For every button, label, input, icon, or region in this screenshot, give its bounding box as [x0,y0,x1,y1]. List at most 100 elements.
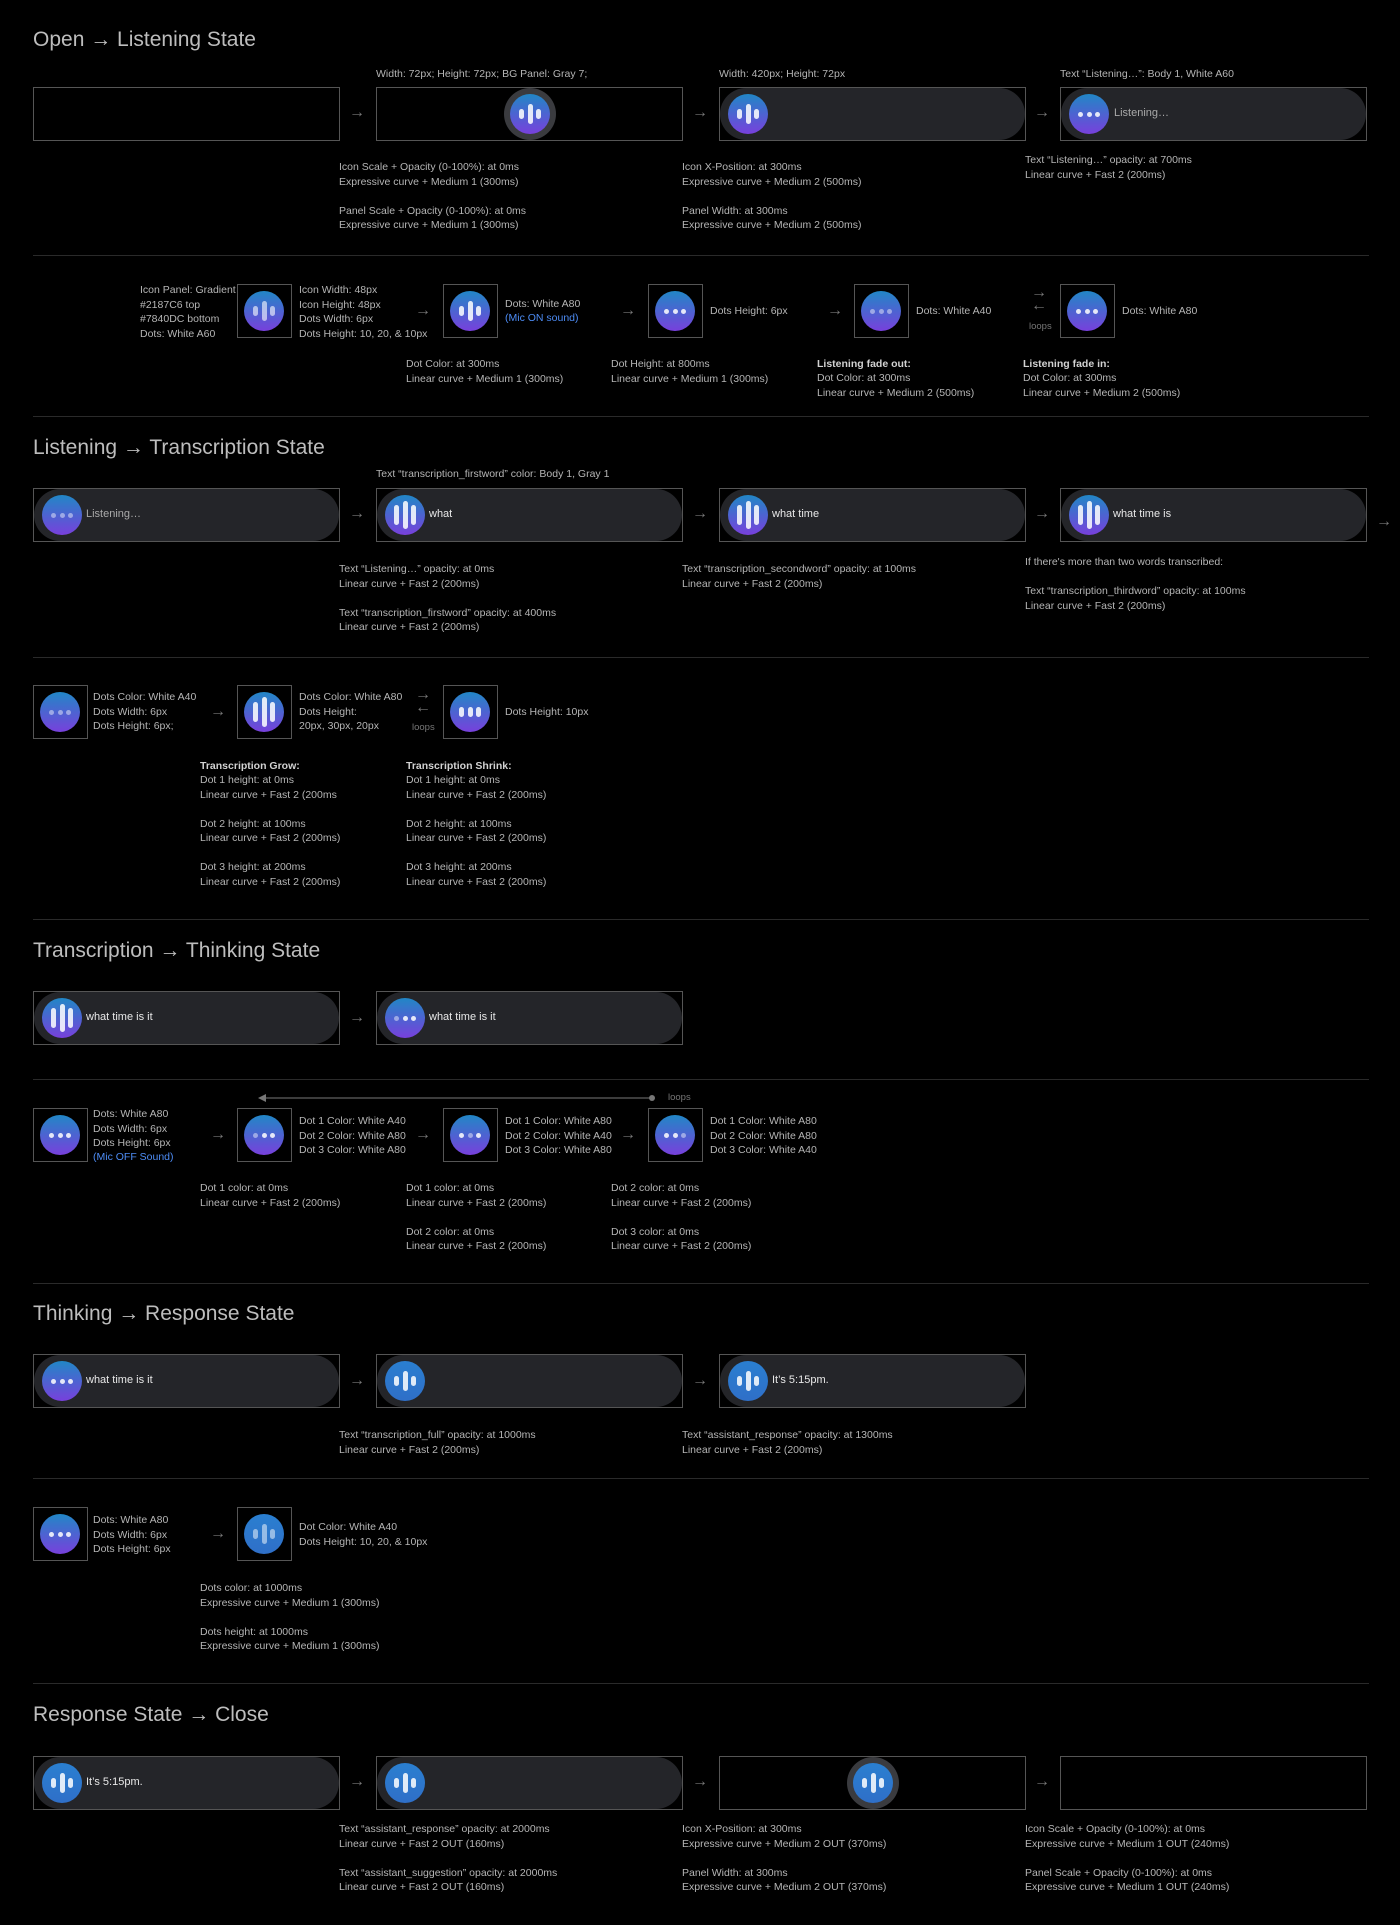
icon-frame [443,284,498,338]
panel-pill [34,1757,339,1809]
icon-spec: Icon Width: 48px Icon Height: 48px Dots … [299,284,428,340]
timing-note: Dot 1 color: at 0ms Linear curve + Fast … [200,1182,341,1209]
assistant-orb-icon [853,1763,893,1803]
dot-color-spec: Dot Color: White A40 Dots Height: 10, 20… [299,1521,428,1548]
timing-note: Icon X-Position: at 300ms Expressive cur… [682,161,862,231]
arrow-icon: → [349,1372,365,1389]
timing-note: Dot Height: at 800ms Linear curve + Medi… [611,358,769,385]
timing-note: Icon Scale + Opacity (0-100%): at 0ms Ex… [1025,1823,1230,1893]
dots-spec: Dots Height: 10px [505,706,589,718]
assistant-orb-icon [861,291,901,331]
divider [33,255,1369,256]
icon-frame [648,284,703,338]
dots-spec: Dots: White A80 Dots Width: 6px Dots Hei… [93,1108,171,1149]
dot-color-spec: Dot 1 Color: White A80 Dot 2 Color: Whit… [710,1115,817,1156]
transcription-text: what time is it [429,1011,496,1023]
panel-pill [720,1355,1025,1407]
assistant-orb-icon [450,291,490,331]
arrow-icon: → [415,302,431,319]
section-title-open-listening: Open → Listening State [33,28,256,51]
icon-frame [237,284,292,338]
assistant-orb-icon [244,1115,284,1155]
assistant-orb-icon [385,1361,425,1401]
arrow-icon: → [620,1126,636,1143]
arrow-icon: → [210,1525,226,1542]
response-frame: It’s 5:15pm. [33,1756,340,1810]
panel-pill [1061,489,1366,541]
panel-pill [377,1355,682,1407]
timing-note: Text “Listening…” opacity: at 700ms Line… [1025,154,1192,181]
transcription-frame: what time is it [33,991,340,1045]
arrow-icon: → [827,302,843,319]
assistant-orb-icon [40,1115,80,1155]
transcription-text: what [429,508,453,520]
timing-note: Icon Scale + Opacity (0-100%): at 0ms Ex… [339,161,527,231]
arrow-icon: → [1034,505,1050,522]
assistant-orb-icon [655,291,695,331]
panel-pill [377,489,682,541]
assistant-orb-icon [244,291,284,331]
assistant-orb-icon [42,998,82,1038]
icon-frame [854,284,909,338]
timing-note: Dots color: at 1000ms Expressive curve +… [200,1582,380,1652]
arrow-icon: → [349,1773,365,1790]
transcription-frame: what time is [1060,488,1367,542]
dots-spec: Dots Color: White A80 Dots Height: 20px,… [299,691,403,732]
shrink-title: Transcription Shrink: [406,760,512,772]
transcription-text: what time is [1113,508,1172,520]
spec-label: Width: 72px; Height: 72px; BG Panel: Gra… [376,68,588,80]
timing-note: If there's more than two words transcrib… [1025,556,1246,612]
assistant-orb-icon [1069,94,1109,134]
fade-in-note: Dot Color: at 300ms Linear curve + Mediu… [1023,372,1181,399]
arrow-icon: → [692,1372,708,1389]
grow-note: Dot 1 height: at 0ms Linear curve + Fast… [200,774,341,888]
assistant-orb-icon [244,692,284,732]
loops-label: loops [668,1092,691,1103]
fade-in-title: Listening fade in: [1023,358,1110,370]
arrow-icon: → [210,1126,226,1143]
arrow-icon: → [620,302,636,319]
icon-frame [237,1108,292,1162]
listening-frame: Listening… [1060,87,1367,141]
dots-spec: Dots: White A80 [1122,305,1198,317]
assistant-orb-icon [385,998,425,1038]
empty-frame [1060,1756,1367,1810]
transcription-text: what time is it [86,1011,153,1023]
icon-frame [237,1507,292,1561]
arrow-icon: → [1034,104,1050,121]
assistant-orb-icon [42,1361,82,1401]
response-frame: It’s 5:15pm. [719,1354,1026,1408]
icon-only-frame [719,1756,1026,1810]
divider [33,657,1369,658]
divider [33,1079,1369,1080]
dots-spec: Dots Height: 6px [710,305,788,317]
icon-frame [443,1108,498,1162]
timing-note: Icon X-Position: at 300ms Expressive cur… [682,1823,887,1893]
panel-pill [1061,88,1366,140]
spec-label: Text “transcription_firstword” color: Bo… [376,468,610,480]
assistant-orb-icon [40,1514,80,1554]
timing-note: Text “transcription_full” opacity: at 10… [339,1429,536,1456]
section-title-listening-transcription: Listening → Transcription State [33,436,325,459]
response-frame [376,1354,683,1408]
arrow-icon: → [210,703,226,720]
assistant-orb-icon [728,495,768,535]
dots-spec: Dots: White A80 [505,298,581,310]
arrow-icon: → [415,1126,431,1143]
loop-arrows-icon: → ← [415,686,431,716]
icon-panel-spec: Icon Panel: Gradient #2187C6 top #7840DC… [140,284,236,340]
timing-note: Text “transcription_secondword” opacity:… [682,563,917,590]
assistant-orb-icon [728,94,768,134]
assistant-response-text: It’s 5:15pm. [86,1776,143,1788]
section-title-transcription-thinking: Transcription → Thinking State [33,939,321,962]
divider [33,919,1369,920]
dots-spec: Dots: White A80 Dots Width: 6px Dots Hei… [93,1514,171,1555]
icon-frame [33,1507,88,1561]
assistant-orb-icon [1067,291,1107,331]
panel-pill [34,992,339,1044]
assistant-orb-icon [42,495,82,535]
panel-pill [720,88,1025,140]
transcription-text: what time is it [86,1374,153,1386]
listening-text: Listening… [1114,107,1170,119]
expanded-frame [719,87,1026,141]
